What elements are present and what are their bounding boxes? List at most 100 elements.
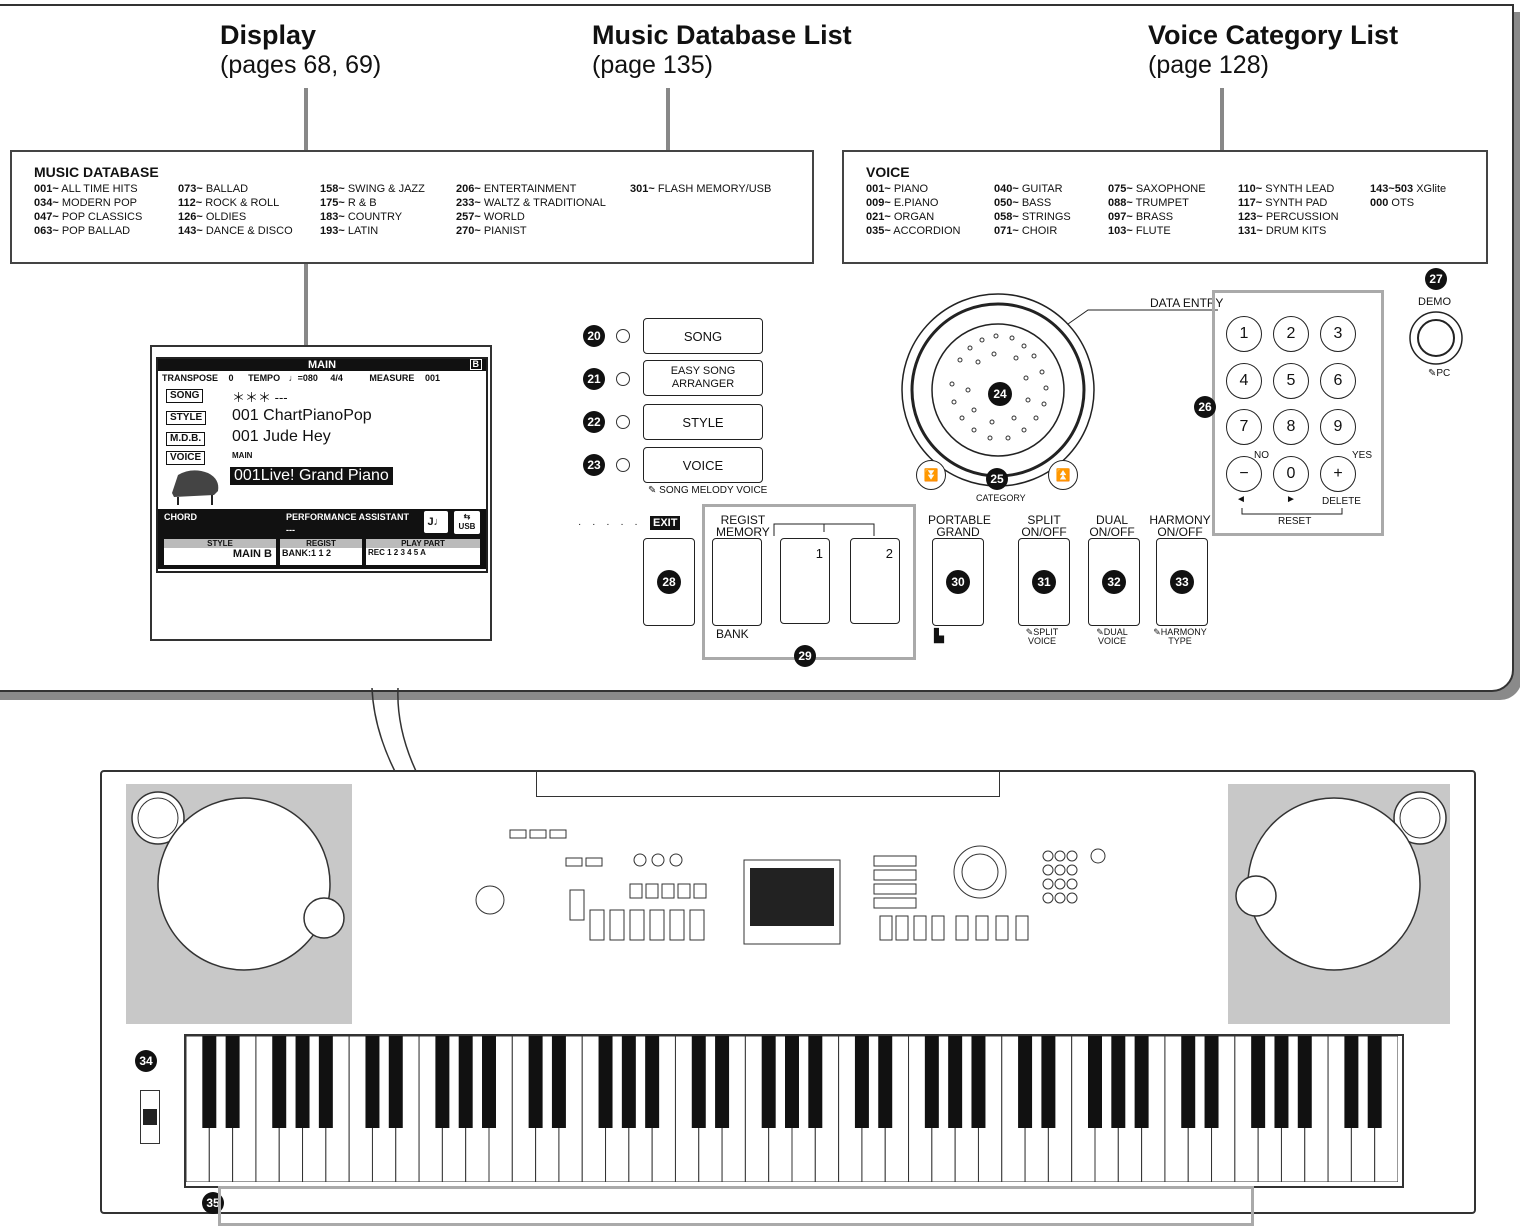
chord-icon: J♩: [424, 511, 448, 533]
footer-play-part-value: REC 1 2 3 4 5 A: [368, 548, 426, 557]
numpad-key[interactable]: 7: [1226, 409, 1262, 445]
numpad-key[interactable]: 8: [1273, 409, 1309, 445]
regist-2-label: 2: [885, 546, 893, 561]
numpad-minus-key[interactable]: −: [1226, 456, 1262, 492]
numpad-key[interactable]: 5: [1273, 363, 1309, 399]
regist-1-button[interactable]: 1: [780, 538, 830, 624]
lcd-pa-value: ---: [286, 525, 295, 535]
pitch-bend-wheel[interactable]: [140, 1090, 160, 1144]
style-led: [616, 415, 630, 429]
black-key: [435, 1036, 450, 1128]
voice-item: 000 OTS: [1370, 197, 1415, 209]
mdb-item: 270~ PIANIST: [456, 225, 527, 237]
exit-button[interactable]: 28: [643, 538, 695, 626]
numpad-key[interactable]: 4: [1226, 363, 1262, 399]
bank-label: BANK: [716, 627, 749, 641]
callout-30: 30: [946, 570, 970, 594]
callout-23: 23: [583, 454, 605, 476]
black-key: [785, 1036, 799, 1128]
black-key: [551, 1036, 566, 1128]
lcd-screen: MAIN B TRANSPOSE 0 TEMPO ♩=080 4/4 MEASU…: [156, 357, 488, 573]
mdb-item: 073~ BALLAD: [178, 183, 249, 195]
voice-item: 075~ SAXOPHONE: [1108, 183, 1206, 195]
category-up-button[interactable]: ⏫: [1048, 460, 1078, 490]
black-key: [1041, 1036, 1056, 1128]
lcd-song-value: ＊＊＊ ---: [232, 390, 288, 405]
mdb-item: 206~ ENTERTAINMENT: [456, 183, 577, 195]
lcd-title-bar: MAIN B: [158, 359, 486, 371]
black-key: [1204, 1036, 1219, 1128]
easy-song-led: [616, 372, 630, 386]
black-key: [482, 1036, 496, 1128]
measure-value: 001: [424, 373, 440, 383]
voice-item: 009~ E.PIANO: [866, 197, 939, 209]
numpad-plus-key[interactable]: +: [1320, 456, 1356, 492]
voice-col-3: 075~ SAXOPHONE 088~ TRUMPET 097~ BRASS 1…: [1108, 182, 1206, 238]
piano-keys-graphic: [186, 1036, 1398, 1182]
music-database-heading: MUSIC DATABASE: [34, 164, 159, 180]
black-key: [1251, 1036, 1266, 1128]
black-key: [1274, 1036, 1289, 1128]
display-title: Display: [220, 20, 317, 50]
split-button[interactable]: 31: [1018, 538, 1070, 626]
category-label: CATEGORY: [976, 493, 1026, 503]
voice-col-4: 110~ SYNTH LEAD 117~ SYNTH PAD 123~ PERC…: [1238, 182, 1339, 238]
piano-icon: ▙: [934, 628, 944, 643]
numpad-key[interactable]: 3: [1320, 316, 1356, 352]
numpad-key[interactable]: 9: [1320, 409, 1356, 445]
song-button[interactable]: SONG: [643, 318, 763, 354]
mini-control-panel: [475, 829, 1106, 945]
numpad-key[interactable]: 0: [1273, 456, 1309, 492]
exit-label: EXIT: [650, 516, 681, 530]
black-key: [202, 1036, 217, 1128]
lcd-footer-regist: REGIST BANK:1 1 2: [280, 539, 362, 565]
lcd-voice-value: 001Live! Grand Piano: [230, 467, 393, 485]
regist-bracket: [773, 523, 875, 536]
harmony-button[interactable]: 33: [1156, 538, 1208, 626]
bank-button[interactable]: [712, 538, 762, 626]
numpad-key[interactable]: 2: [1273, 316, 1309, 352]
black-key: [225, 1036, 240, 1128]
mdb-item: 301~ FLASH MEMORY/USB: [630, 183, 772, 195]
dual-button[interactable]: 32: [1088, 538, 1140, 626]
usb-label: USB: [458, 522, 476, 531]
numpad-key[interactable]: 6: [1320, 363, 1356, 399]
callout-33: 33: [1170, 570, 1194, 594]
lcd-pa-label: PERFORMANCE ASSISTANT: [286, 512, 410, 522]
voice-header: Voice Category List (page 128): [1148, 20, 1398, 80]
callout-29: 29: [794, 645, 816, 667]
category-down-button[interactable]: ⏬: [916, 460, 946, 490]
easy-song-label-2: ARRANGER: [671, 378, 735, 390]
mdb-item: 143~ DANCE & DISCO: [178, 225, 293, 237]
mdb-item: 112~ ROCK & ROLL: [178, 197, 280, 209]
black-key: [691, 1036, 706, 1128]
regist-2-button[interactable]: 2: [850, 538, 900, 624]
right-arrow-icon: ►: [1286, 494, 1296, 505]
black-key: [715, 1036, 730, 1128]
style-button[interactable]: STYLE: [643, 404, 763, 440]
voice-item: 131~ DRUM KITS: [1238, 225, 1327, 237]
reset-bracket: [1241, 508, 1343, 515]
mdb-item: 047~ POP CLASSICS: [34, 211, 143, 223]
black-key: [878, 1036, 893, 1128]
black-key: [1297, 1036, 1312, 1128]
lcd-bottom-area: CHORD PERFORMANCE ASSISTANT --- J♩ ⇆USB …: [158, 509, 486, 569]
callout-34: 34: [135, 1050, 157, 1072]
callout-28: 28: [657, 570, 681, 594]
lcd-voice-sub: MAIN: [232, 451, 253, 460]
voice-col-1: 001~ PIANO 009~ E.PIANO 021~ ORGAN 035~ …: [866, 182, 960, 238]
portable-grand-button[interactable]: 30: [932, 538, 984, 626]
display-header: Display (pages 68, 69): [220, 20, 381, 80]
demo-button[interactable]: [1408, 310, 1464, 366]
footer-regist-value: BANK:1 1 2: [282, 548, 332, 558]
numpad-key[interactable]: 1: [1226, 316, 1262, 352]
black-key: [295, 1036, 310, 1128]
mdb-item: 034~ MODERN POP: [34, 197, 138, 209]
voice-button[interactable]: VOICE: [643, 447, 763, 483]
black-key: [318, 1036, 333, 1128]
footer-style-value: MAIN B: [232, 548, 272, 560]
voice-item: 050~ BASS: [994, 197, 1052, 209]
